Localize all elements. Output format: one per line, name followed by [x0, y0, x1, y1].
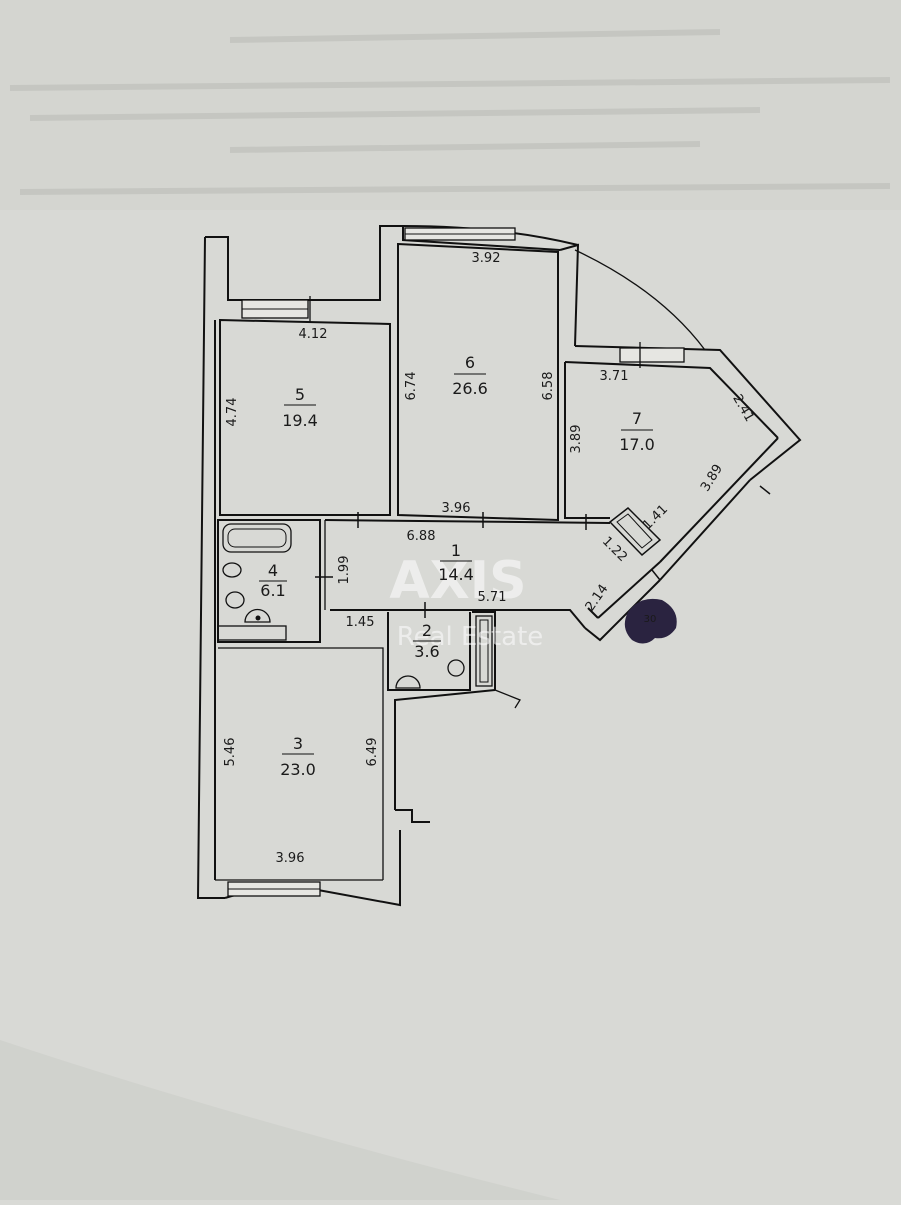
niche-icon [608, 507, 662, 557]
room-area: 17.0 [619, 435, 655, 454]
room-area: 26.6 [452, 379, 488, 398]
dim-r3-bottom: 3.96 [276, 851, 305, 866]
shaft-icon [475, 615, 493, 687]
toilet-icon [225, 591, 245, 609]
stamp-text: 30 [644, 614, 657, 625]
dim-r6-bottom: 3.96 [442, 501, 471, 516]
dim-hall-left: 1.99 [337, 556, 352, 585]
room-5-label: 5 19.4 [282, 385, 318, 430]
sink-icon [222, 562, 242, 578]
room-area: 3.6 [414, 642, 439, 661]
room-number: 3 [293, 734, 303, 753]
dim-r5-right: 6.74 [404, 372, 419, 401]
room-number: 2 [422, 621, 432, 640]
room-area: 23.0 [280, 760, 316, 779]
room-7-label: 7 17.0 [619, 409, 655, 454]
room-number: 6 [465, 353, 475, 372]
dim-r7-top: 3.71 [600, 369, 629, 384]
room-6-label: 6 26.6 [452, 353, 488, 398]
room-number: 5 [295, 385, 305, 404]
fixtures [217, 507, 662, 689]
dim-r3-left: 5.46 [223, 738, 238, 767]
dim-hall-top: 6.88 [407, 529, 436, 544]
dim-r5-left: 4.74 [225, 398, 240, 427]
room-1-label: 1 14.4 [438, 541, 474, 584]
washbasin-icon [244, 608, 271, 623]
dim-hall-bottom: 5.71 [478, 590, 507, 605]
room-3-label: 3 23.0 [280, 734, 316, 779]
bathtub-inner [227, 528, 287, 548]
dim-r6-right: 6.58 [541, 372, 556, 401]
room-area: 14.4 [438, 565, 474, 584]
room-area: 19.4 [282, 411, 318, 430]
dim-r3-right: 6.49 [365, 738, 380, 767]
room-number: 7 [632, 409, 642, 428]
counter-icon [217, 625, 287, 641]
windows [227, 227, 685, 897]
stamp-mark [624, 598, 677, 644]
faded-text-lines [9, 29, 891, 195]
dimension-ticks [315, 485, 771, 618]
watermark-sub: Real Estate [397, 622, 544, 652]
wc-toilet-icon [447, 659, 465, 677]
paper-fold [0, 1040, 560, 1200]
dim-r7-left: 3.89 [569, 425, 584, 454]
dim-r5-top: 4.12 [299, 327, 328, 342]
paper-top-shade [0, 0, 901, 210]
interior-walls [217, 242, 611, 700]
room-area: 6.1 [260, 581, 285, 600]
dim-bath-bottom: 1.45 [346, 615, 375, 630]
room-number: 4 [268, 561, 278, 580]
bathtub-icon [222, 523, 292, 553]
room-4-label: 4 6.1 [259, 561, 287, 600]
room-number: 1 [451, 541, 461, 560]
dim-r6-top: 3.92 [472, 251, 501, 266]
room-2-label: 2 3.6 [413, 621, 441, 661]
wc-sink-icon [395, 675, 421, 689]
